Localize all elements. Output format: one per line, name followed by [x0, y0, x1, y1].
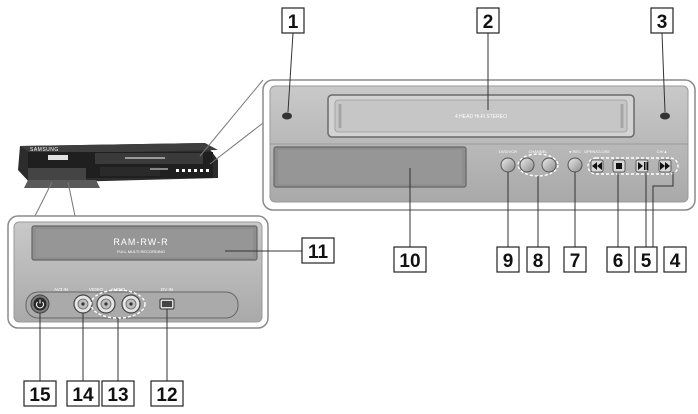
svg-text:13: 13 [107, 385, 128, 406]
callout-15: 15 [23, 380, 57, 407]
callout-1: 1 [281, 7, 305, 34]
svg-text:1: 1 [288, 12, 299, 33]
play-pause-icon[interactable] [635, 159, 649, 173]
svg-text:4: 4 [670, 251, 681, 272]
channel-up-button[interactable] [541, 157, 557, 173]
stop-icon[interactable] [612, 159, 626, 173]
stereo-label: 4 HEAD Hi-Fi STEREO [455, 114, 507, 120]
rec-button[interactable] [567, 157, 583, 173]
ram-rw-r-logo: RAM-RW-R [113, 237, 168, 247]
video-label: VIDEO [89, 287, 104, 292]
unit-brand-logo: SAMSUNG [30, 147, 59, 153]
main-front-panel: 4 HEAD Hi-Fi STEREO DVD/VCR CHANNEL ● RE… [262, 79, 696, 211]
callout-4: 4 [663, 246, 687, 273]
leader-lines [39, 32, 674, 381]
fast-forward-icon[interactable] [658, 159, 672, 173]
dv-in-label: DV IN [161, 287, 173, 292]
callout-12: 12 [150, 380, 184, 407]
svg-text:9: 9 [503, 251, 514, 272]
open-close-label: OPEN/CLOSE [584, 149, 610, 154]
dvd-vcr-button[interactable] [500, 157, 516, 173]
power-button-upper[interactable] [282, 112, 292, 120]
eject-button[interactable] [660, 112, 670, 120]
dv-in-port[interactable] [159, 298, 175, 310]
unit-overview: SAMSUNG [18, 143, 218, 188]
audio-right-jack[interactable] [121, 294, 141, 314]
callout-7: 7 [563, 246, 587, 273]
callout-9: 9 [496, 246, 520, 273]
svg-text:14: 14 [72, 385, 94, 406]
callout-6: 6 [606, 246, 630, 273]
svg-text:2: 2 [483, 12, 494, 33]
svg-text:11: 11 [308, 242, 329, 263]
channel-down-button[interactable] [519, 157, 535, 173]
audio-label: AUDIO [111, 287, 126, 292]
svg-text:15: 15 [29, 385, 51, 406]
fast-rewind-icon[interactable] [590, 159, 604, 173]
channel-group-outline [517, 153, 559, 177]
video-in-jack[interactable] [73, 294, 93, 314]
callout-13: 13 [101, 380, 135, 407]
svg-text:10: 10 [399, 251, 420, 272]
svg-text:8: 8 [533, 251, 544, 272]
callout-11: 11 [301, 237, 335, 264]
svg-text:7: 7 [570, 251, 581, 272]
callout-2: 2 [476, 7, 500, 34]
callout-10: 10 [393, 246, 427, 273]
multi-recording-label: FULL MULTI RECORDING [117, 249, 165, 254]
svg-text:12: 12 [156, 385, 177, 406]
svg-text:6: 6 [613, 251, 624, 272]
callout-5: 5 [634, 246, 658, 273]
dvd-vcr-label: DVD/VCR [499, 149, 517, 154]
audio-left-jack[interactable] [96, 294, 116, 314]
ch-up-label: CH/▲ [657, 149, 668, 154]
channel-label: CHANNEL [528, 149, 548, 154]
transport-group-outline [587, 157, 679, 175]
callout-8: 8 [526, 246, 550, 273]
callout-3: 3 [650, 7, 674, 34]
power-icon[interactable] [30, 294, 50, 314]
callout-14: 14 [66, 380, 100, 407]
zoom-connectors [34, 79, 264, 217]
svg-text:3: 3 [657, 12, 668, 33]
av-in-label: AV3 IN [54, 287, 68, 292]
svg-text:5: 5 [641, 251, 652, 272]
rec-label: ● REC [569, 149, 581, 154]
lower-front-panel: RAM-RW-R FULL MULTI RECORDING AV3 IN VID… [7, 215, 269, 329]
